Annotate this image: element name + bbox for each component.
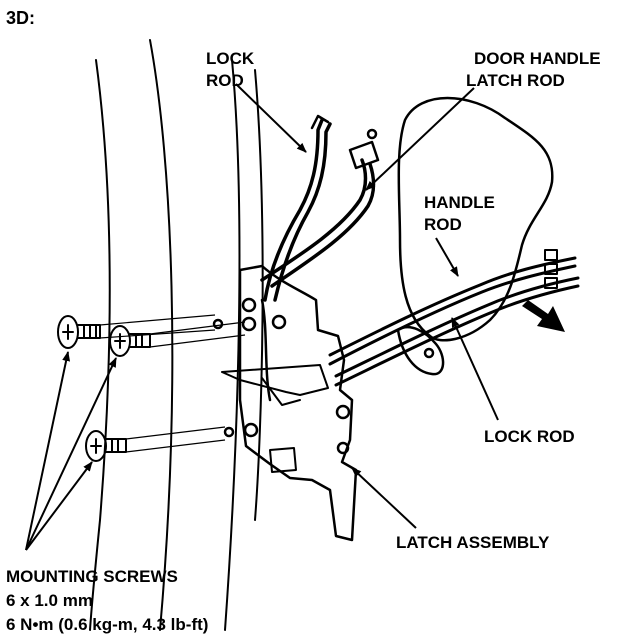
screw-3-leader (25, 461, 93, 551)
latch-assembly (212, 264, 358, 542)
lock-rod-top-leader (235, 83, 307, 153)
handle-rod (328, 256, 577, 366)
leader-arrows (25, 83, 499, 551)
lock-rod-bottom-leader (451, 317, 499, 421)
screw-2-leader (25, 357, 117, 551)
handle-rod-leader (435, 237, 459, 277)
screw-1-leader (25, 351, 71, 551)
latch-assembly-label: LATCH ASSEMBLY (396, 533, 550, 552)
mounting-screws-label: MOUNTING SCREWS (6, 567, 178, 586)
handle-rod-label-line1: HANDLE (424, 193, 495, 212)
mounting-screw-2 (109, 325, 151, 357)
mounting-screw-3 (85, 430, 127, 462)
lock-rod-top-label-line2: ROD (206, 71, 244, 90)
arrow-down-right-icon (522, 300, 565, 332)
door-handle-label-line1: DOOR HANDLE (474, 49, 601, 68)
lock-rod-top-label-line1: LOCK (206, 49, 255, 68)
door-handle-latch-rod-leader (365, 87, 475, 191)
door-panel-outline (89, 39, 264, 631)
lock-rod-bottom-label: LOCK ROD (484, 427, 575, 446)
handle-rod-label-line2: ROD (424, 215, 462, 234)
mounting-screw-1 (57, 315, 101, 349)
lock-rod-lower (334, 276, 580, 387)
latch-assembly-leader (351, 467, 417, 529)
screw-alignment-lines (99, 314, 246, 453)
torque-spec-label: 6 N•m (0.6 kg-m, 4.3 lb-ft) (6, 615, 208, 634)
door-handle-latch-rod (260, 128, 380, 288)
figure-label: 3D: (6, 8, 35, 28)
rod-end-clips (544, 249, 558, 289)
door-handle-label-line2: LATCH ROD (466, 71, 565, 90)
screw-size-label: 6 x 1.0 mm (6, 591, 93, 610)
outer-handle-outline (396, 96, 554, 376)
